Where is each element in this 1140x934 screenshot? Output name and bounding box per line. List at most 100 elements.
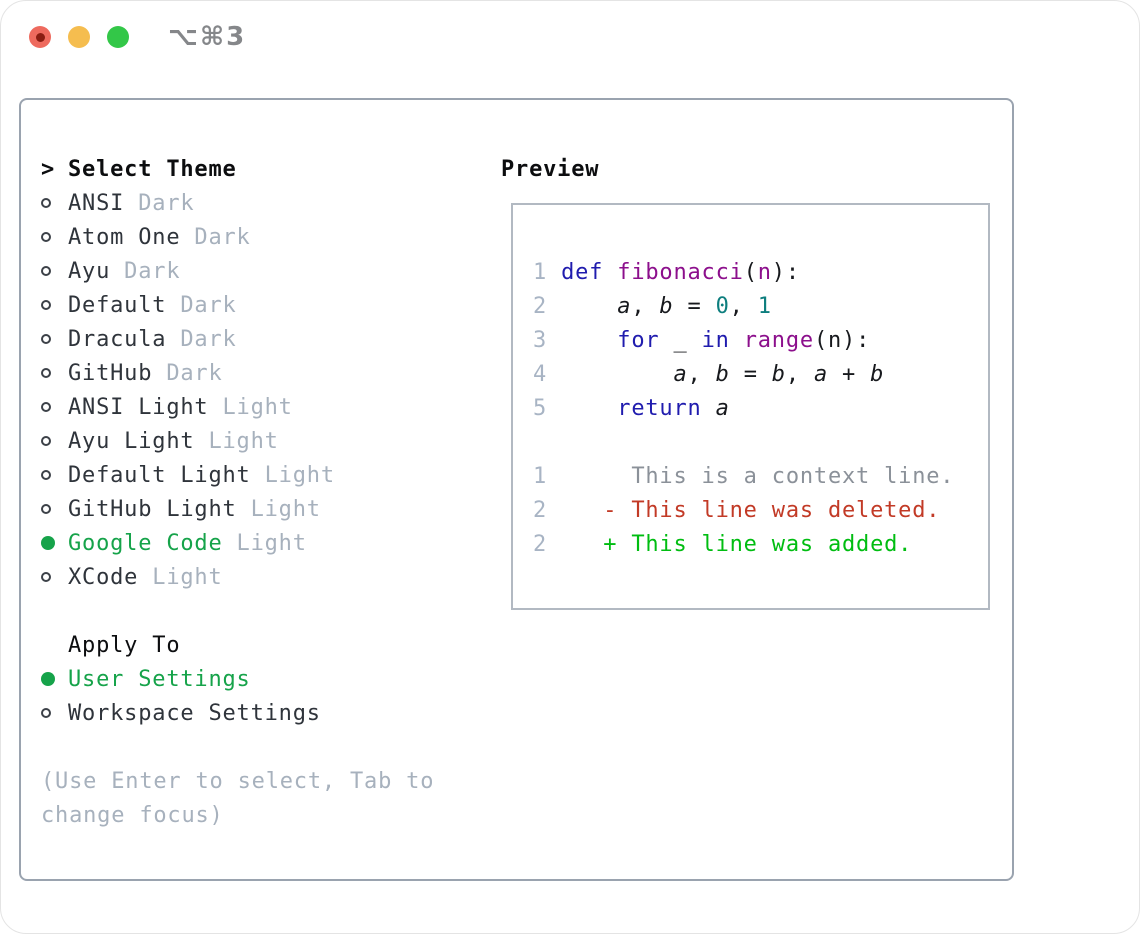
theme-name: GitHub — [68, 360, 153, 386]
code-token-pl — [702, 396, 716, 421]
radio-unselected-icon — [41, 300, 51, 310]
theme-variant-label: Dark — [166, 292, 237, 318]
theme-name: Google Code — [68, 530, 223, 556]
apply-to-option-label: Workspace Settings — [68, 700, 321, 726]
code-token-var: b — [870, 362, 885, 387]
code-token-pl: , — [687, 362, 716, 387]
theme-option-ansi[interactable]: ANSI Dark — [41, 186, 491, 220]
radio-unselected-icon — [41, 572, 51, 582]
code-token-pl: = — [729, 362, 772, 387]
theme-option-default[interactable]: Default Dark — [41, 288, 491, 322]
code-token-add: + This line was added. — [561, 532, 913, 557]
theme-option-github-light[interactable]: GitHub Light Light — [41, 492, 491, 526]
code-token-var: b — [771, 362, 786, 387]
apply-to-option-label: User Settings — [68, 666, 251, 692]
minimize-button[interactable] — [68, 26, 90, 48]
preview-code: 1 def fibonacci(n): 2 a, b = 0, 1 3 for … — [513, 205, 988, 562]
code-token-num: 3 — [533, 328, 562, 353]
theme-name: Ayu Light — [68, 428, 195, 454]
theme-name: GitHub Light — [68, 496, 237, 522]
theme-option-atom-one[interactable]: Atom One Dark — [41, 220, 491, 254]
theme-option-google-code[interactable]: Google Code Light — [41, 526, 491, 560]
maximize-button[interactable] — [107, 26, 129, 48]
code-token-ctx: This is a context line. — [561, 464, 955, 489]
apply-option-workspace-settings[interactable]: Workspace Settings — [41, 696, 491, 730]
theme-name: Default Light — [68, 462, 251, 488]
theme-option-dracula[interactable]: Dracula Dark — [41, 322, 491, 356]
theme-name: ANSI — [68, 190, 125, 216]
preview-pane: 1 def fibonacci(n): 2 a, b = 0, 1 3 for … — [511, 203, 990, 610]
radio-selected-icon — [41, 536, 55, 550]
window-controls — [29, 26, 129, 48]
unsaved-indicator-dot — [35, 32, 45, 42]
code-token-kw: in — [701, 328, 730, 353]
theme-option-xcode[interactable]: XCode Light — [41, 560, 491, 594]
theme-variant-label: Light — [250, 462, 335, 488]
code-token-pl: _ — [659, 328, 702, 353]
preview-title: Preview — [501, 156, 600, 182]
code-token-fn: range — [743, 328, 814, 353]
code-token-num: 4 — [533, 362, 562, 387]
radio-unselected-icon — [41, 266, 51, 276]
code-token-pl — [561, 396, 617, 421]
radio-unselected-icon — [41, 470, 51, 480]
theme-option-ayu-light[interactable]: Ayu Light Light — [41, 424, 491, 458]
theme-name: Ayu — [68, 258, 111, 284]
code-token-pl — [561, 328, 617, 353]
code-token-num: 5 — [533, 396, 562, 421]
radio-unselected-icon — [41, 232, 51, 242]
apply-option-user-settings[interactable]: User Settings — [41, 662, 491, 696]
theme-name: Dracula — [68, 326, 167, 352]
code-token-num: 2 — [533, 294, 562, 319]
code-token-pl: = — [673, 294, 716, 319]
theme-variant-label: Light — [222, 530, 307, 556]
title-bar: ⌥⌘3 — [1, 1, 1139, 73]
code-token-pl — [730, 328, 744, 353]
prompt-icon: > — [41, 156, 56, 182]
radio-unselected-icon — [41, 436, 51, 446]
theme-name: XCode — [68, 564, 139, 590]
code-token-var: a — [617, 294, 632, 319]
window-title-shortcut: ⌥⌘3 — [168, 22, 247, 52]
theme-option-ansi-light[interactable]: ANSI Light Light — [41, 390, 491, 424]
code-token-lit: 0 — [715, 294, 730, 319]
close-button[interactable] — [29, 26, 51, 48]
radio-unselected-icon — [41, 368, 51, 378]
theme-variant-label: Light — [236, 496, 321, 522]
code-token-var: a — [715, 396, 730, 421]
code-token-pl: (n): — [813, 328, 871, 353]
code-token-num: 2 — [533, 498, 562, 523]
code-token-kw: return — [617, 396, 702, 421]
radio-unselected-icon — [41, 198, 51, 208]
apply-to-title: Apply To — [68, 632, 181, 658]
theme-option-ayu[interactable]: Ayu Dark — [41, 254, 491, 288]
code-token-pl: ( — [743, 260, 758, 285]
code-token-pl: , — [729, 294, 758, 319]
theme-variant-label: Light — [138, 564, 223, 590]
code-token-pl: , — [785, 362, 814, 387]
theme-option-default-light[interactable]: Default Light Light — [41, 458, 491, 492]
theme-variant-label: Light — [208, 394, 293, 420]
radio-unselected-icon — [41, 504, 51, 514]
code-token-pl — [561, 362, 673, 387]
theme-variant-label: Dark — [180, 224, 251, 250]
code-token-kw: def — [561, 260, 618, 285]
code-token-var: b — [659, 294, 674, 319]
theme-name: ANSI Light — [68, 394, 209, 420]
code-token-num: 1 — [533, 260, 562, 285]
code-token-num: 1 — [533, 464, 562, 489]
spacer-row — [41, 594, 491, 628]
theme-variant-label: Light — [194, 428, 279, 454]
code-token-pl: , — [631, 294, 660, 319]
code-token-lit: 1 — [757, 294, 772, 319]
code-token-var: a — [673, 362, 688, 387]
theme-option-github[interactable]: GitHub Dark — [41, 356, 491, 390]
theme-name: Atom One — [68, 224, 181, 250]
code-token-var: a — [813, 362, 828, 387]
code-token-pl — [561, 294, 617, 319]
theme-name: Default — [68, 292, 167, 318]
